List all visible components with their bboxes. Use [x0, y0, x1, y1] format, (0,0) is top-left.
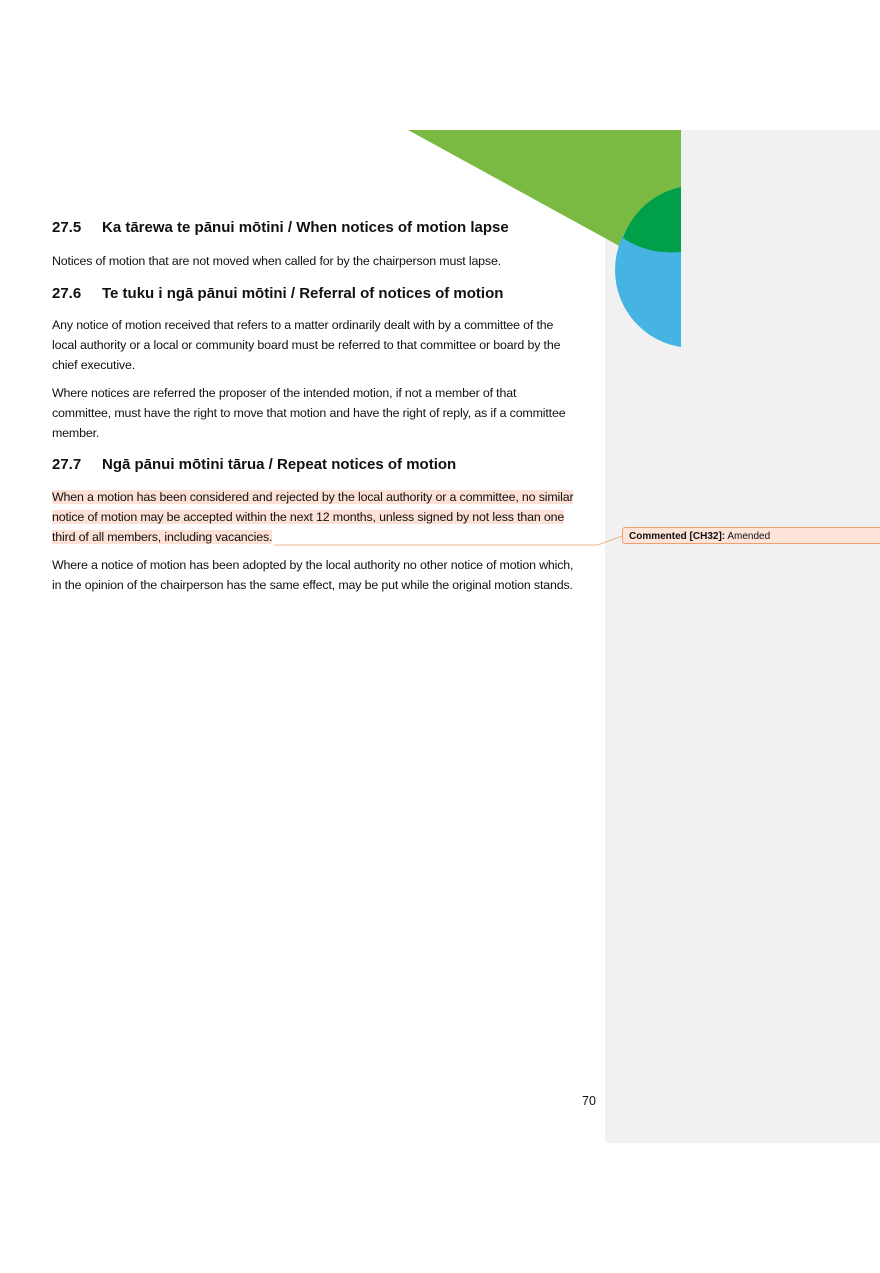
paragraph-line: in the opinion of the chairperson has th…	[52, 578, 573, 592]
highlighted-paragraph-line[interactable]: notice of motion may be accepted within …	[52, 510, 565, 524]
paragraph-line: Notices of motion that are not moved whe…	[52, 254, 501, 268]
comment-balloon[interactable]: Commented [CH32]: Amended	[622, 527, 880, 544]
paragraph-line: Any notice of motion received that refer…	[52, 318, 554, 332]
paragraph-line: Where notices are referred the proposer …	[52, 386, 517, 400]
page-number: 70	[582, 1094, 596, 1108]
decorative-logo-shape	[408, 130, 681, 348]
highlighted-paragraph-line[interactable]: third of all members, including vacancie…	[52, 530, 273, 544]
paragraph-line: Where a notice of motion has been adopte…	[52, 558, 574, 572]
highlighted-paragraph-line[interactable]: When a motion has been considered and re…	[52, 490, 574, 504]
paragraph-line: member.	[52, 426, 100, 440]
paragraph-line: chief executive.	[52, 358, 136, 372]
paragraph-line: local authority or a local or community …	[52, 338, 561, 352]
paragraph-line: committee, must have the right to move t…	[52, 406, 566, 420]
comment-label: Commented [CH32]:	[629, 531, 726, 542]
comment-text: Amended	[727, 531, 771, 542]
